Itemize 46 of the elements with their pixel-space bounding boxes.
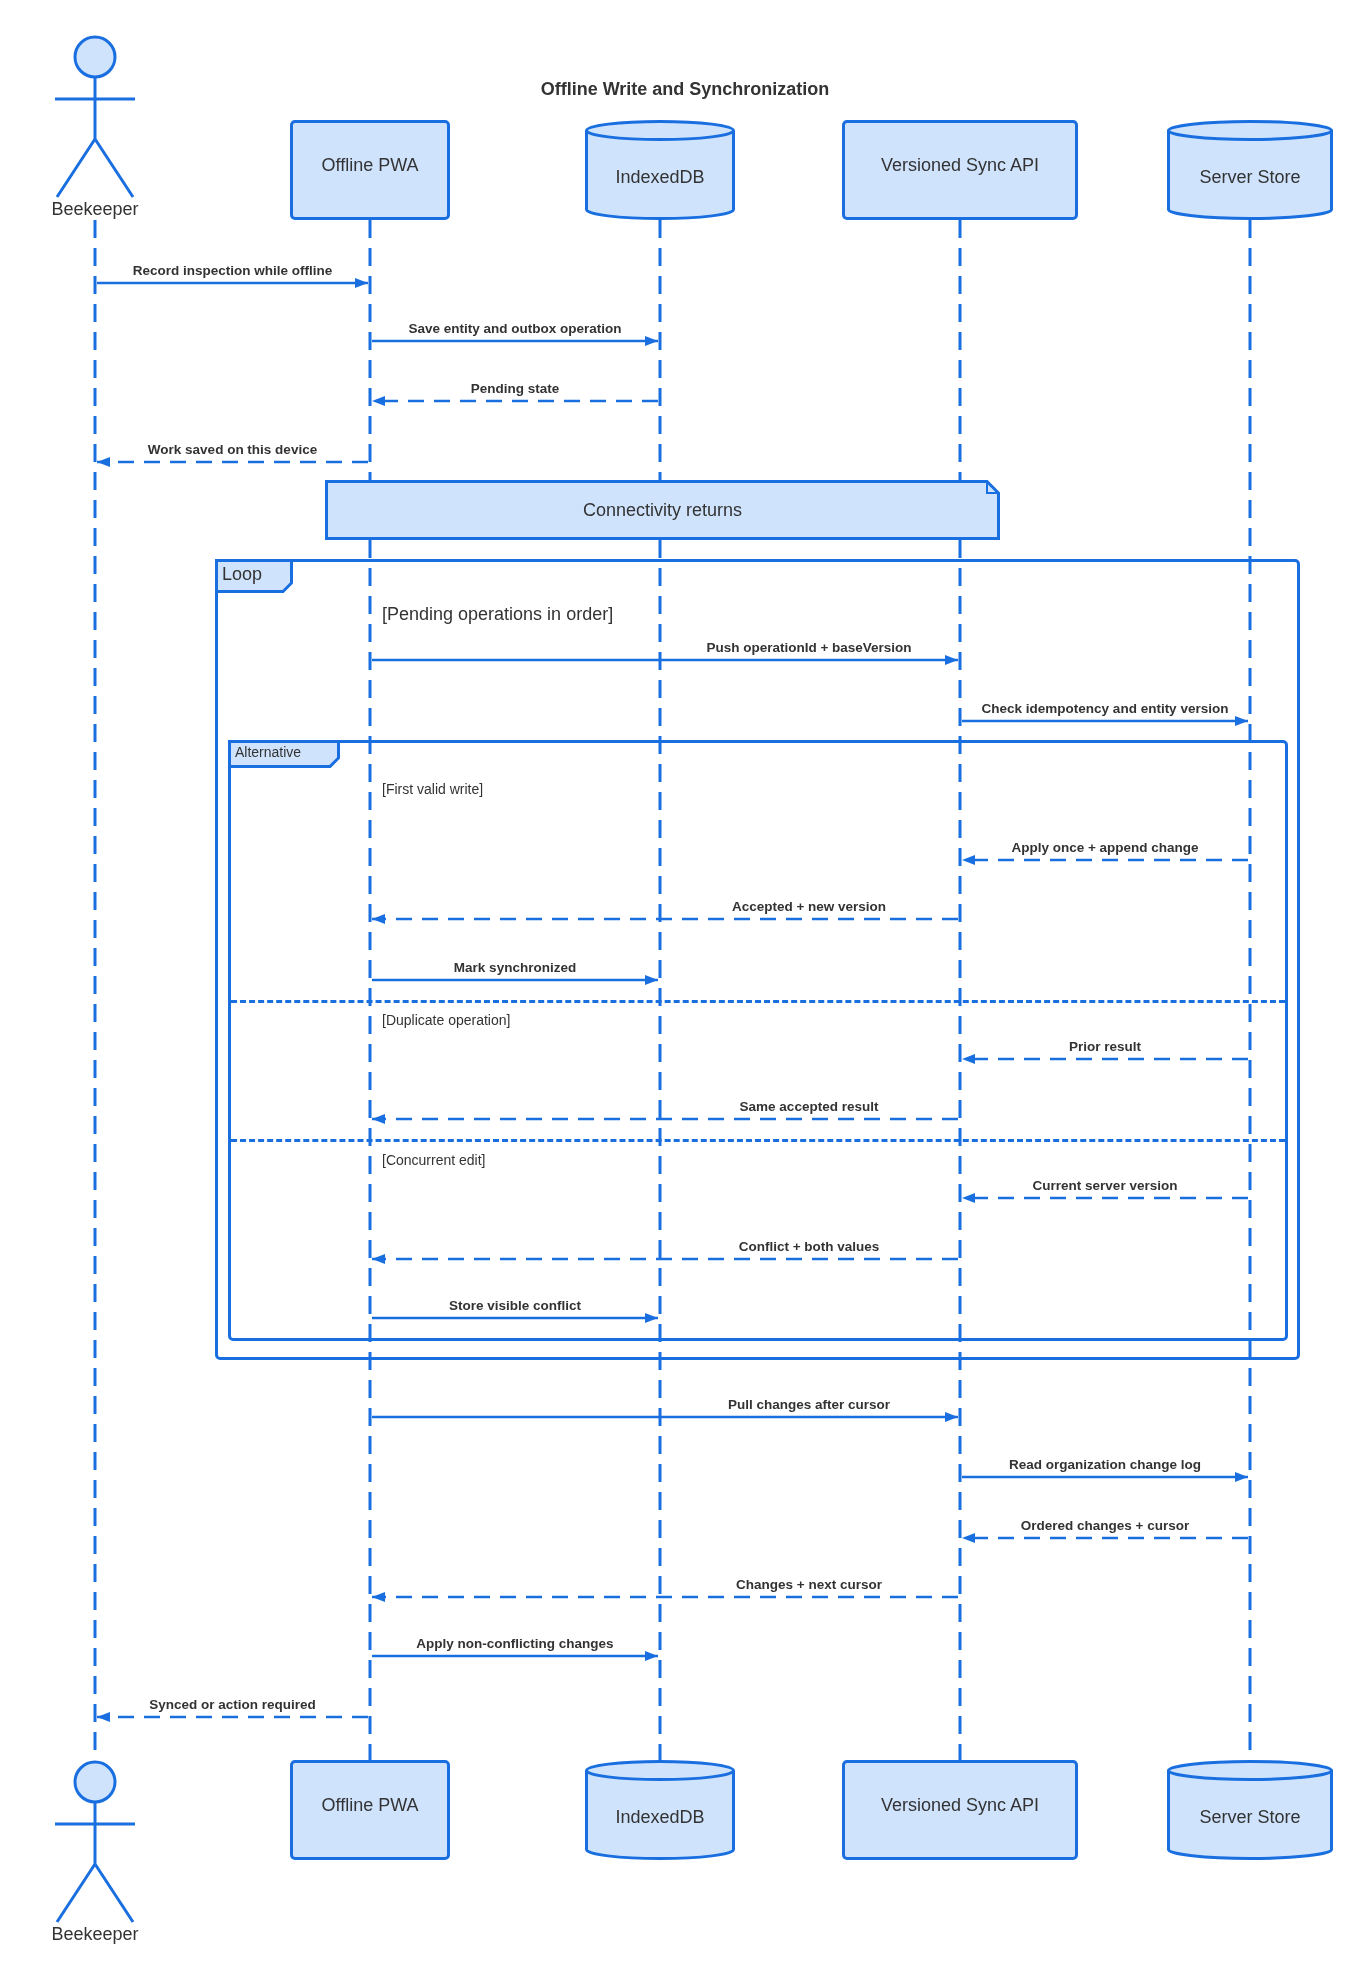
arrow bbox=[372, 1651, 658, 1661]
lifeline bbox=[658, 220, 662, 480]
database-cylinder: Server Store bbox=[1167, 1760, 1333, 1860]
edge-label: Changes + next cursor bbox=[733, 1577, 885, 1593]
guard-condition: [Duplicate operation] bbox=[382, 1011, 511, 1029]
arrow bbox=[372, 1313, 658, 1323]
diagram-title: Offline Write and Synchronization bbox=[540, 78, 830, 100]
edge-label: Read organization change log bbox=[1006, 1457, 1204, 1473]
guard-condition: [Concurrent edit] bbox=[382, 1151, 486, 1169]
database-cylinder: Server Store bbox=[1167, 120, 1333, 220]
arrow bbox=[372, 975, 658, 985]
dashed-arrow bbox=[97, 457, 368, 467]
frame-label: Loop bbox=[215, 559, 293, 593]
guard-condition: [First valid write] bbox=[382, 780, 484, 798]
participant-box: Versioned Sync API bbox=[842, 120, 1078, 220]
lifeline bbox=[658, 540, 662, 1760]
arrow bbox=[962, 1472, 1248, 1482]
actor-name: Beekeeper bbox=[51, 1924, 139, 1945]
arrow bbox=[97, 278, 368, 288]
participant-box: Versioned Sync API bbox=[842, 1760, 1078, 1860]
participant-box: Offline PWA bbox=[290, 120, 450, 220]
dashed-arrow bbox=[372, 396, 658, 406]
note: Connectivity returns bbox=[325, 480, 1000, 540]
arrow bbox=[372, 336, 658, 346]
arrow bbox=[962, 716, 1248, 726]
lifeline bbox=[958, 220, 962, 480]
dashed-arrow bbox=[372, 914, 958, 924]
database-cylinder: IndexedDB bbox=[585, 120, 735, 220]
actor-name: Beekeeper bbox=[51, 199, 139, 220]
database-cylinder: IndexedDB bbox=[585, 1760, 735, 1860]
guard-condition: [Pending operations in order] bbox=[382, 603, 614, 625]
arrow bbox=[372, 655, 958, 665]
dashed-arrow bbox=[962, 855, 1248, 865]
lifeline bbox=[368, 220, 372, 480]
participant-box: Offline PWA bbox=[290, 1760, 450, 1860]
dashed-arrow bbox=[962, 1193, 1248, 1203]
lifeline bbox=[958, 540, 962, 1760]
arrow bbox=[372, 1412, 958, 1422]
dashed-arrow bbox=[962, 1533, 1248, 1543]
dashed-arrow bbox=[372, 1592, 958, 1602]
dashed-arrow bbox=[372, 1254, 958, 1264]
dashed-arrow bbox=[962, 1054, 1248, 1064]
lifeline bbox=[368, 540, 372, 1760]
dashed-arrow bbox=[372, 1114, 958, 1124]
dashed-arrow bbox=[97, 1712, 368, 1722]
frame-label: Alternative bbox=[228, 740, 340, 768]
